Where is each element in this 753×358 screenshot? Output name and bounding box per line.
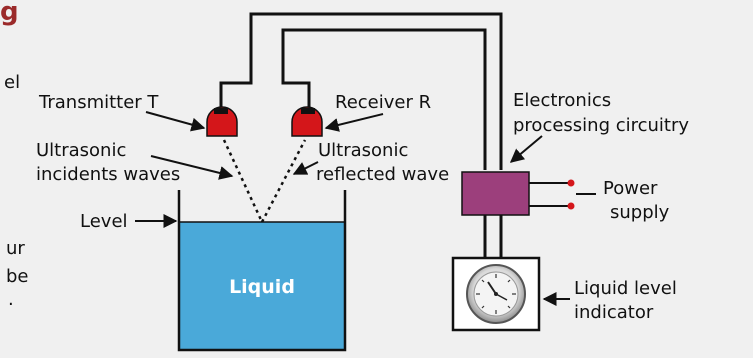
side-text-2: ur — [6, 238, 25, 259]
level-indicator-gauge — [451, 256, 541, 332]
incident-wave-label-1: Ultrasonic — [36, 140, 126, 161]
electronics-box — [461, 171, 530, 216]
power-supply-label-1: Power — [603, 178, 658, 199]
signal-wires — [219, 12, 503, 170]
reflected-wave-label-2: reflected wave — [316, 164, 449, 185]
liquid-label: Liquid — [229, 276, 295, 298]
side-text-1: el — [4, 72, 20, 93]
transmitter-sensor — [206, 106, 238, 137]
pointer-arrows — [135, 111, 596, 306]
level-label: Level — [80, 211, 128, 232]
electronics-label-1: Electronics — [513, 90, 611, 111]
electronics-label-2: processing circuitry — [513, 115, 689, 136]
indicator-label-1: Liquid level — [574, 278, 677, 299]
indicator-label-2: indicator — [574, 302, 654, 323]
reflected-wave-label-1: Ultrasonic — [318, 140, 408, 161]
receiver-label: Receiver R — [335, 92, 431, 113]
transmitter-label: Transmitter T — [38, 92, 159, 113]
incident-wave-label-2: incidents waves — [36, 164, 180, 185]
indicator-wires — [483, 215, 503, 258]
ultrasonic-waves — [222, 139, 307, 223]
heading-fragment: g — [0, 0, 19, 27]
side-text-4: . — [8, 289, 14, 310]
power-supply-leads — [529, 179, 575, 210]
power-supply-label-2: supply — [610, 202, 670, 223]
receiver-sensor — [291, 106, 323, 137]
liquid-tank — [177, 190, 347, 352]
side-text-3: be — [6, 266, 29, 287]
